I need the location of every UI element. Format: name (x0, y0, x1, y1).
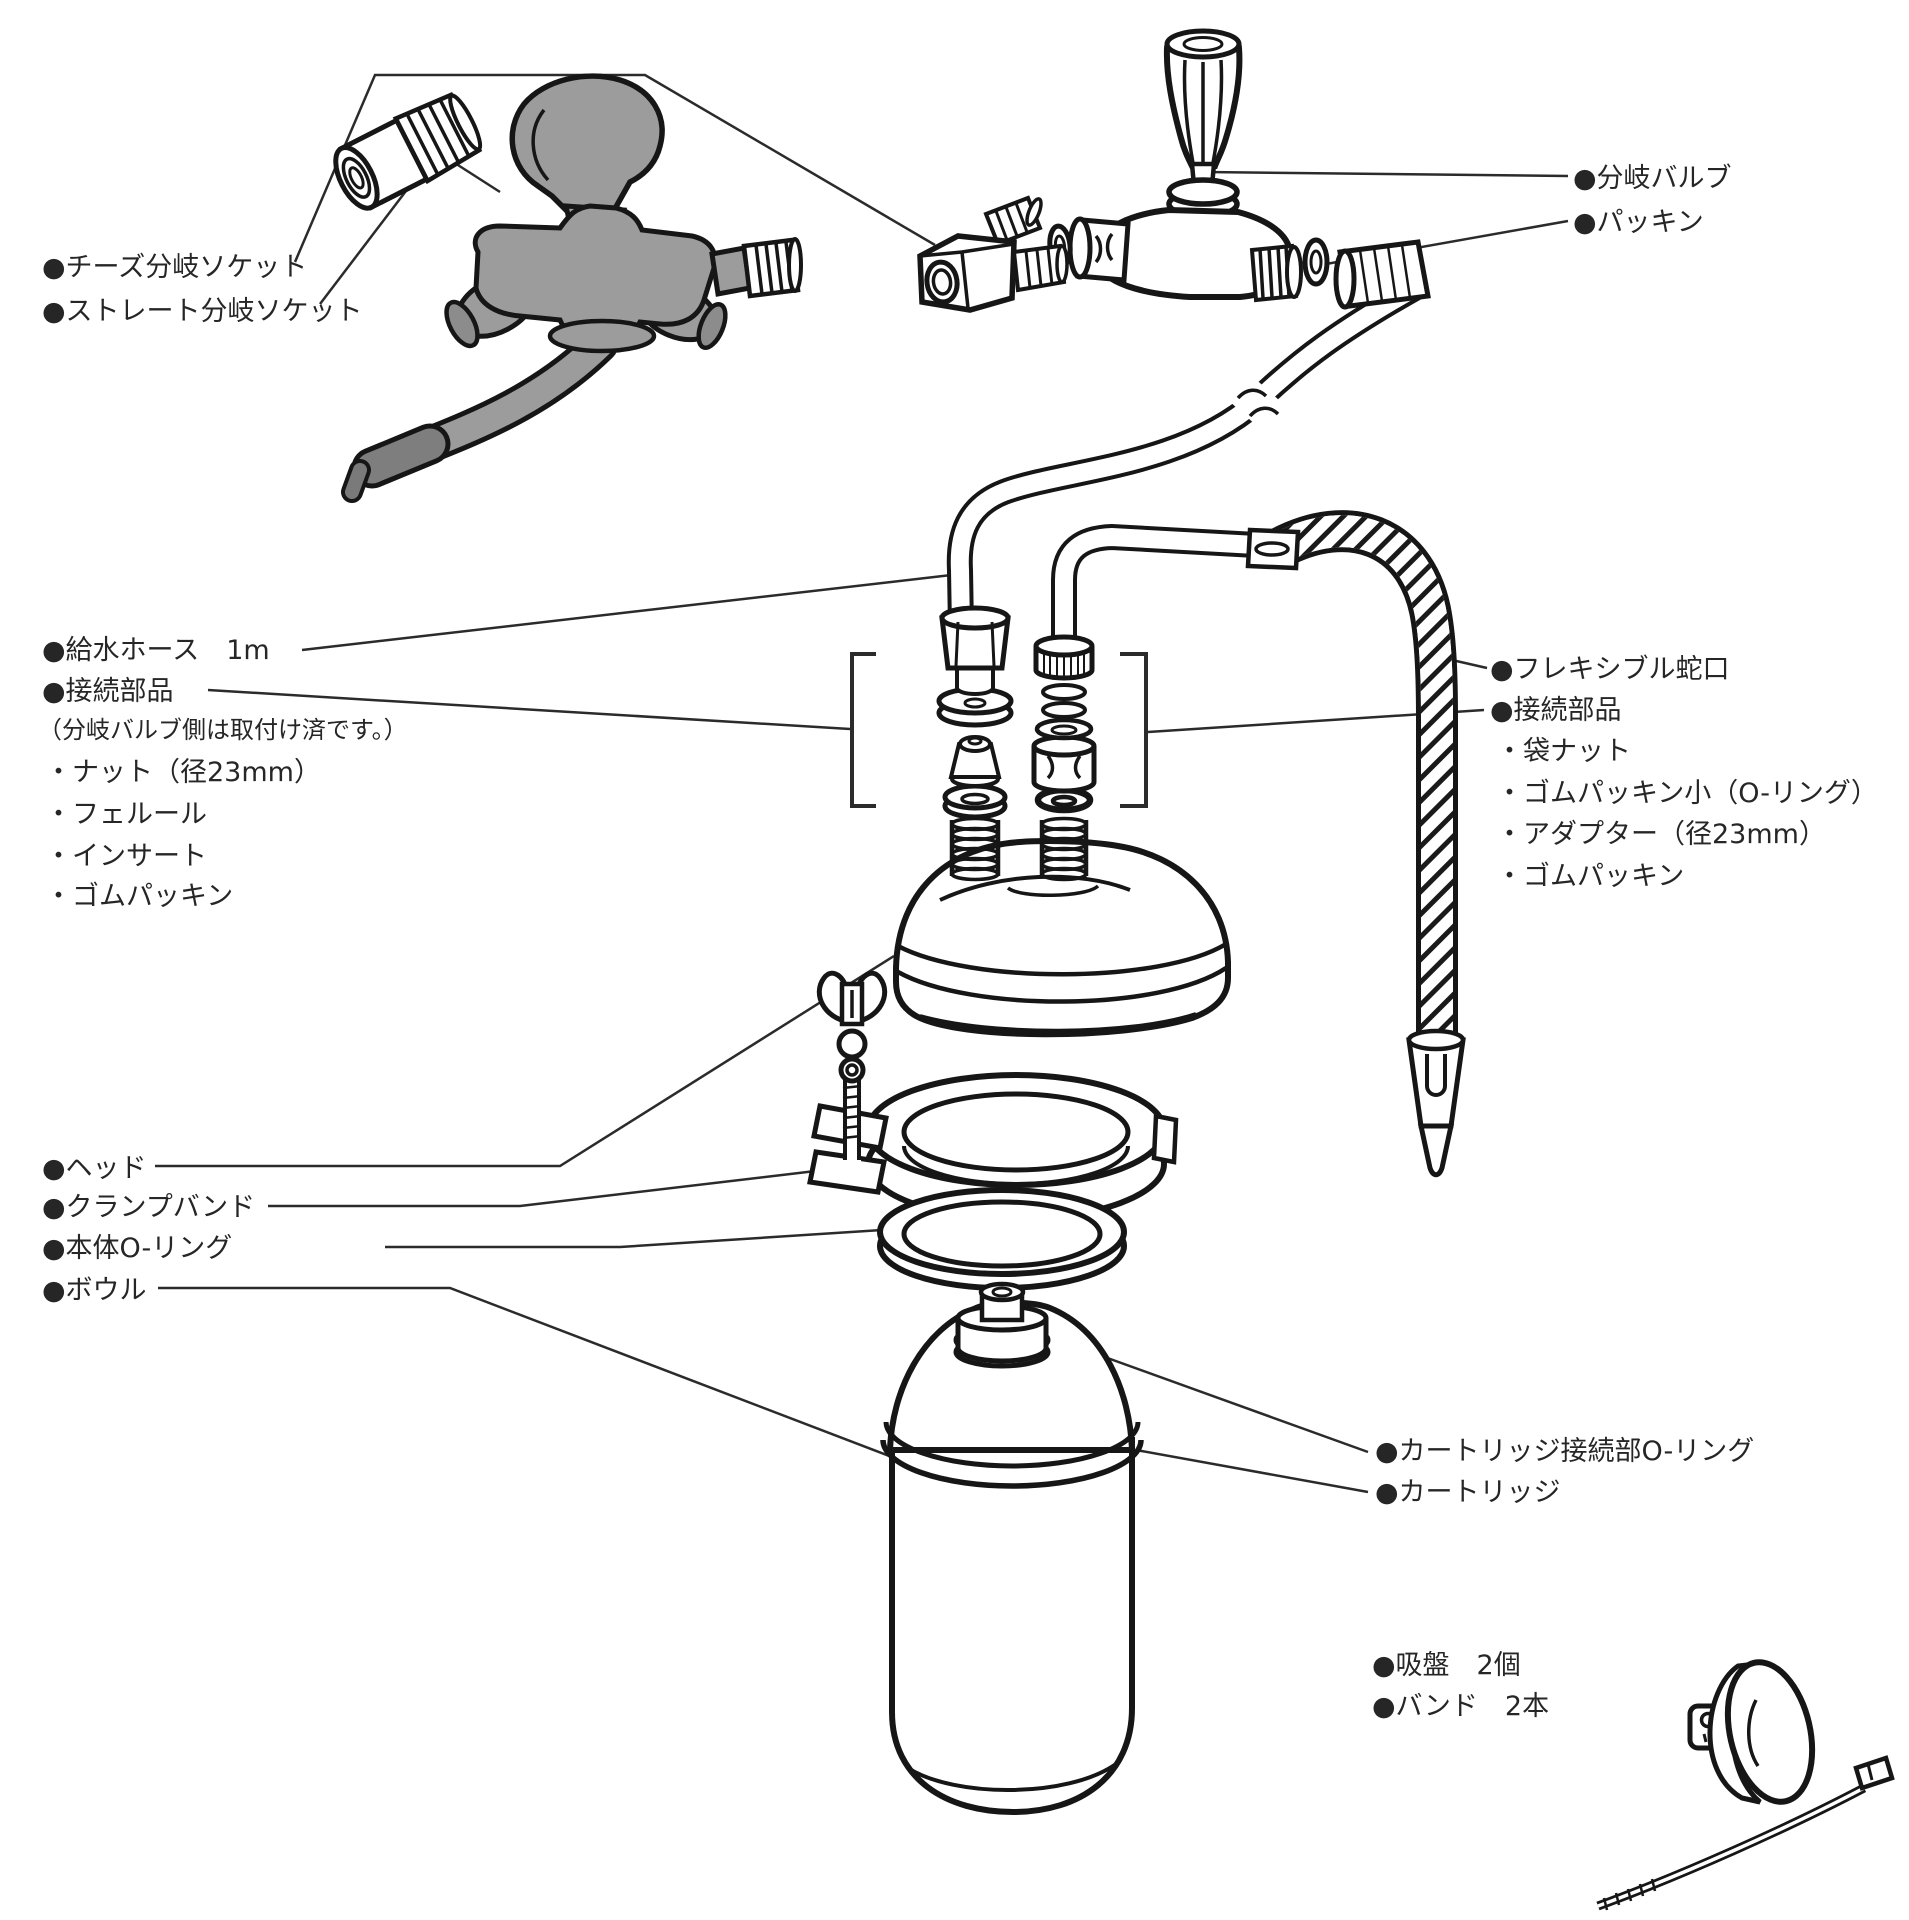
label-cartridge: ●カートリッジ (1375, 1477, 1561, 1508)
clamp-band-drawing (807, 970, 1179, 1222)
leader-bowl (158, 1286, 906, 1464)
label-connection-parts-left: ●接続部品 (42, 676, 174, 707)
label-body-o-ring: ●本体O-リング (42, 1233, 233, 1264)
label-straight-socket: ●ストレート分岐ソケット (42, 296, 363, 327)
label-bowl: ●ボウル (42, 1275, 147, 1306)
hose-fittings-drawing (936, 605, 1014, 882)
leader-clamp-band (268, 1168, 825, 1208)
body-o-ring-drawing (877, 1187, 1127, 1291)
leader-branch-valve (1204, 170, 1569, 178)
bracket-right (1120, 652, 1148, 808)
leader-cartridge (1135, 1448, 1369, 1494)
bracket-left (850, 652, 876, 808)
label-packing: ●パッキン (1573, 207, 1704, 238)
label-head: ●ヘッド (42, 1153, 147, 1184)
leader-supply-hose (301, 572, 961, 652)
straight-socket-drawing (333, 91, 483, 211)
label-supply-hose: ●給水ホース 1m (42, 635, 270, 666)
label-rubber-packing-small: ・ゴムパッキン小（O-リング） (1496, 778, 1878, 809)
label-band: ●バンド 2本 (1372, 1691, 1550, 1722)
flexible-spout-drawing (1245, 510, 1466, 1178)
cartridge-drawing (880, 1281, 1144, 1816)
tee-socket-drawing (917, 195, 1069, 313)
label-adapter: ・アダプター（径23mm） (1496, 819, 1826, 850)
label-suction-cup: ●吸盤 2個 (1372, 1650, 1521, 1681)
label-branch-valve: ●分岐バルブ (1573, 163, 1732, 194)
label-tee-socket: ●チーズ分岐ソケット (42, 252, 308, 283)
label-rubber-packing-left: ・ゴムパッキン (45, 881, 234, 912)
label-bag-nut: ・袋ナット (1496, 736, 1631, 767)
label-ferrule: ・フェルール (45, 799, 207, 830)
label-rubber-packing-right: ・ゴムパッキン (1496, 861, 1685, 892)
label-clamp-band: ●クランプバンド (42, 1192, 256, 1223)
supply-hose-drawing (946, 273, 1427, 629)
spout-fittings-drawing (1031, 634, 1097, 882)
label-connection-note: （分岐バルブ側は取付け済です。） (38, 716, 408, 744)
suction-cup-drawing (1687, 1659, 1816, 1805)
label-flexible-spout: ●フレキシブル蛇口 (1490, 654, 1730, 685)
label-connection-parts-right: ●接続部品 (1490, 695, 1622, 726)
cable-tie-drawing (1596, 1755, 1895, 1911)
faucet-drawing (341, 73, 803, 503)
leader-head (155, 954, 895, 1168)
branch-valve-drawing (1047, 28, 1431, 310)
leader-body-o-ring (385, 1228, 883, 1249)
label-insert: ・インサート (45, 841, 207, 872)
spout-tube-drawing (1051, 523, 1257, 648)
head-drawing (893, 838, 1231, 1038)
leader-connection-left (207, 688, 851, 731)
label-cartridge-o-ring: ●カートリッジ接続部O-リング (1375, 1436, 1755, 1467)
label-nut: ・ナット（径23mm） (45, 757, 321, 788)
